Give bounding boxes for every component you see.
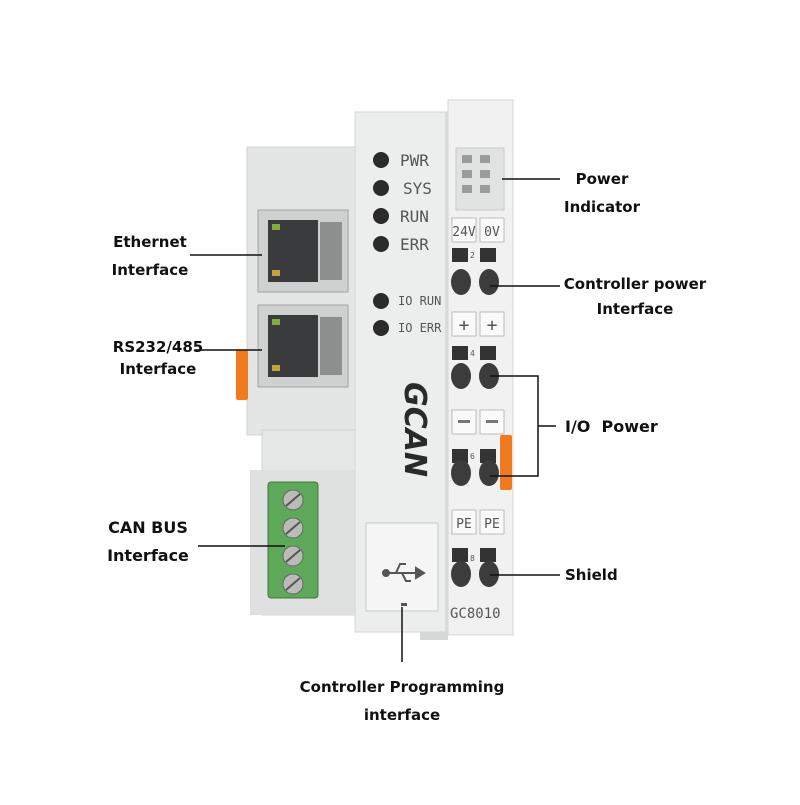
bottom-foot [420,632,448,640]
terminal-label-pe-1: PE [456,517,472,532]
callout-power-indicator-line1: Power [575,170,629,188]
usb-icon [382,563,426,582]
ethernet-port [257,209,349,293]
callout-programming-line2: interface [363,706,441,724]
led-label-io-err: IO ERR [398,321,442,335]
callout-canbus-line1: CAN BUS [108,518,188,537]
terminal-label-plus-2: + [487,315,498,336]
callout-io-power-text: I/O Power [565,417,658,436]
callout-controller-power-line2: Interface [596,300,674,318]
status-led-dots [373,152,389,336]
rs232-485-port [257,304,349,388]
callout-shield-text: Shield [565,566,618,584]
callout-programming: Controller Programming interface [282,673,522,729]
callout-controller-power: Controller power Interface [555,272,715,322]
led-label-sys: SYS [403,179,432,198]
canbus-terminal [267,481,319,599]
terminal-numbers: 2 4 6 8 [470,251,475,563]
terminal-label-pe-2: PE [484,517,500,532]
led-label-io-run: IO RUN [398,294,441,308]
orange-side-tab [236,350,248,400]
status-led-labels: PWR SYS RUN ERR IO RUN IO ERR [398,151,442,335]
led-label-err: ERR [400,235,429,254]
callout-ethernet-line1: Ethernet [113,233,187,251]
led-label-run: RUN [400,207,429,226]
callout-power-indicator-line2: Indicator [563,198,641,216]
led-label-pwr: PWR [400,151,429,170]
power-indicator-leds [462,155,490,193]
callout-canbus-line2: Interface [107,546,189,565]
callout-shield: Shield [565,561,645,589]
callout-io-power: I/O Power [565,413,675,441]
terminal-number-8: 8 [470,554,475,563]
callout-rs232: RS232/485 Interface [108,336,208,380]
usb-port [365,522,439,612]
terminal-label-plates [451,217,505,535]
terminal-label-24v: 24V [452,225,476,240]
terminal-number-6: 6 [470,452,475,461]
callout-controller-power-line1: Controller power [563,275,707,293]
terminal-label-0v: 0V [484,225,500,240]
terminal-labels: 24V 0V + + PE PE [452,225,500,532]
callout-ethernet-line2: Interface [111,261,189,279]
model-label: GC8010 [450,606,501,622]
terminal-sockets [451,248,499,587]
callout-ethernet: Ethernet Interface [100,228,200,284]
brand-logo: GCAN [397,382,432,477]
callout-power-indicator: Power Indicator [552,165,652,221]
callout-programming-line1: Controller Programming [299,678,505,696]
callout-canbus: CAN BUS Interface [98,514,198,570]
callout-rs232-line1: RS232/485 [112,338,204,356]
callout-lines [190,178,560,662]
terminal-number-4: 4 [470,349,475,358]
orange-terminal-tab [500,435,512,490]
terminal-number-2: 2 [470,251,475,260]
callout-rs232-line2: Interface [119,360,197,378]
terminal-label-plus-1: + [459,315,470,336]
